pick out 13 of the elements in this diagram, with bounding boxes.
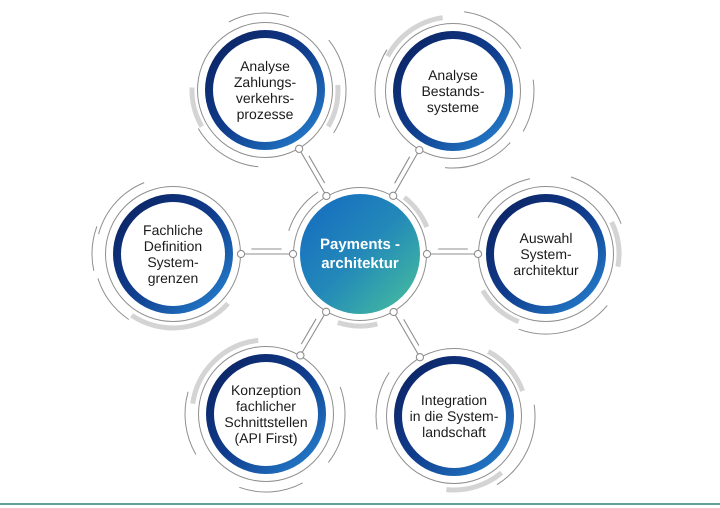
connector xyxy=(296,308,330,360)
connector xyxy=(294,144,331,200)
step-label: Analyse Bestands- systeme xyxy=(421,67,485,115)
step-label: Analyse Zahlungs- verkehrs- prozesse xyxy=(234,58,296,122)
hub-label: Payments - architektur xyxy=(320,235,400,273)
connector xyxy=(236,248,298,258)
connector xyxy=(422,248,482,258)
connector xyxy=(389,308,424,362)
step-label: Integration in die System- landschaft xyxy=(410,392,498,440)
step-label: Auswahl System- architektur xyxy=(513,230,579,278)
step-label: Fachliche Definition System- grenzen xyxy=(143,222,203,286)
connector xyxy=(389,146,424,200)
step-label: Konzeption fachlicher Schnittstellen (API First) xyxy=(224,382,308,446)
